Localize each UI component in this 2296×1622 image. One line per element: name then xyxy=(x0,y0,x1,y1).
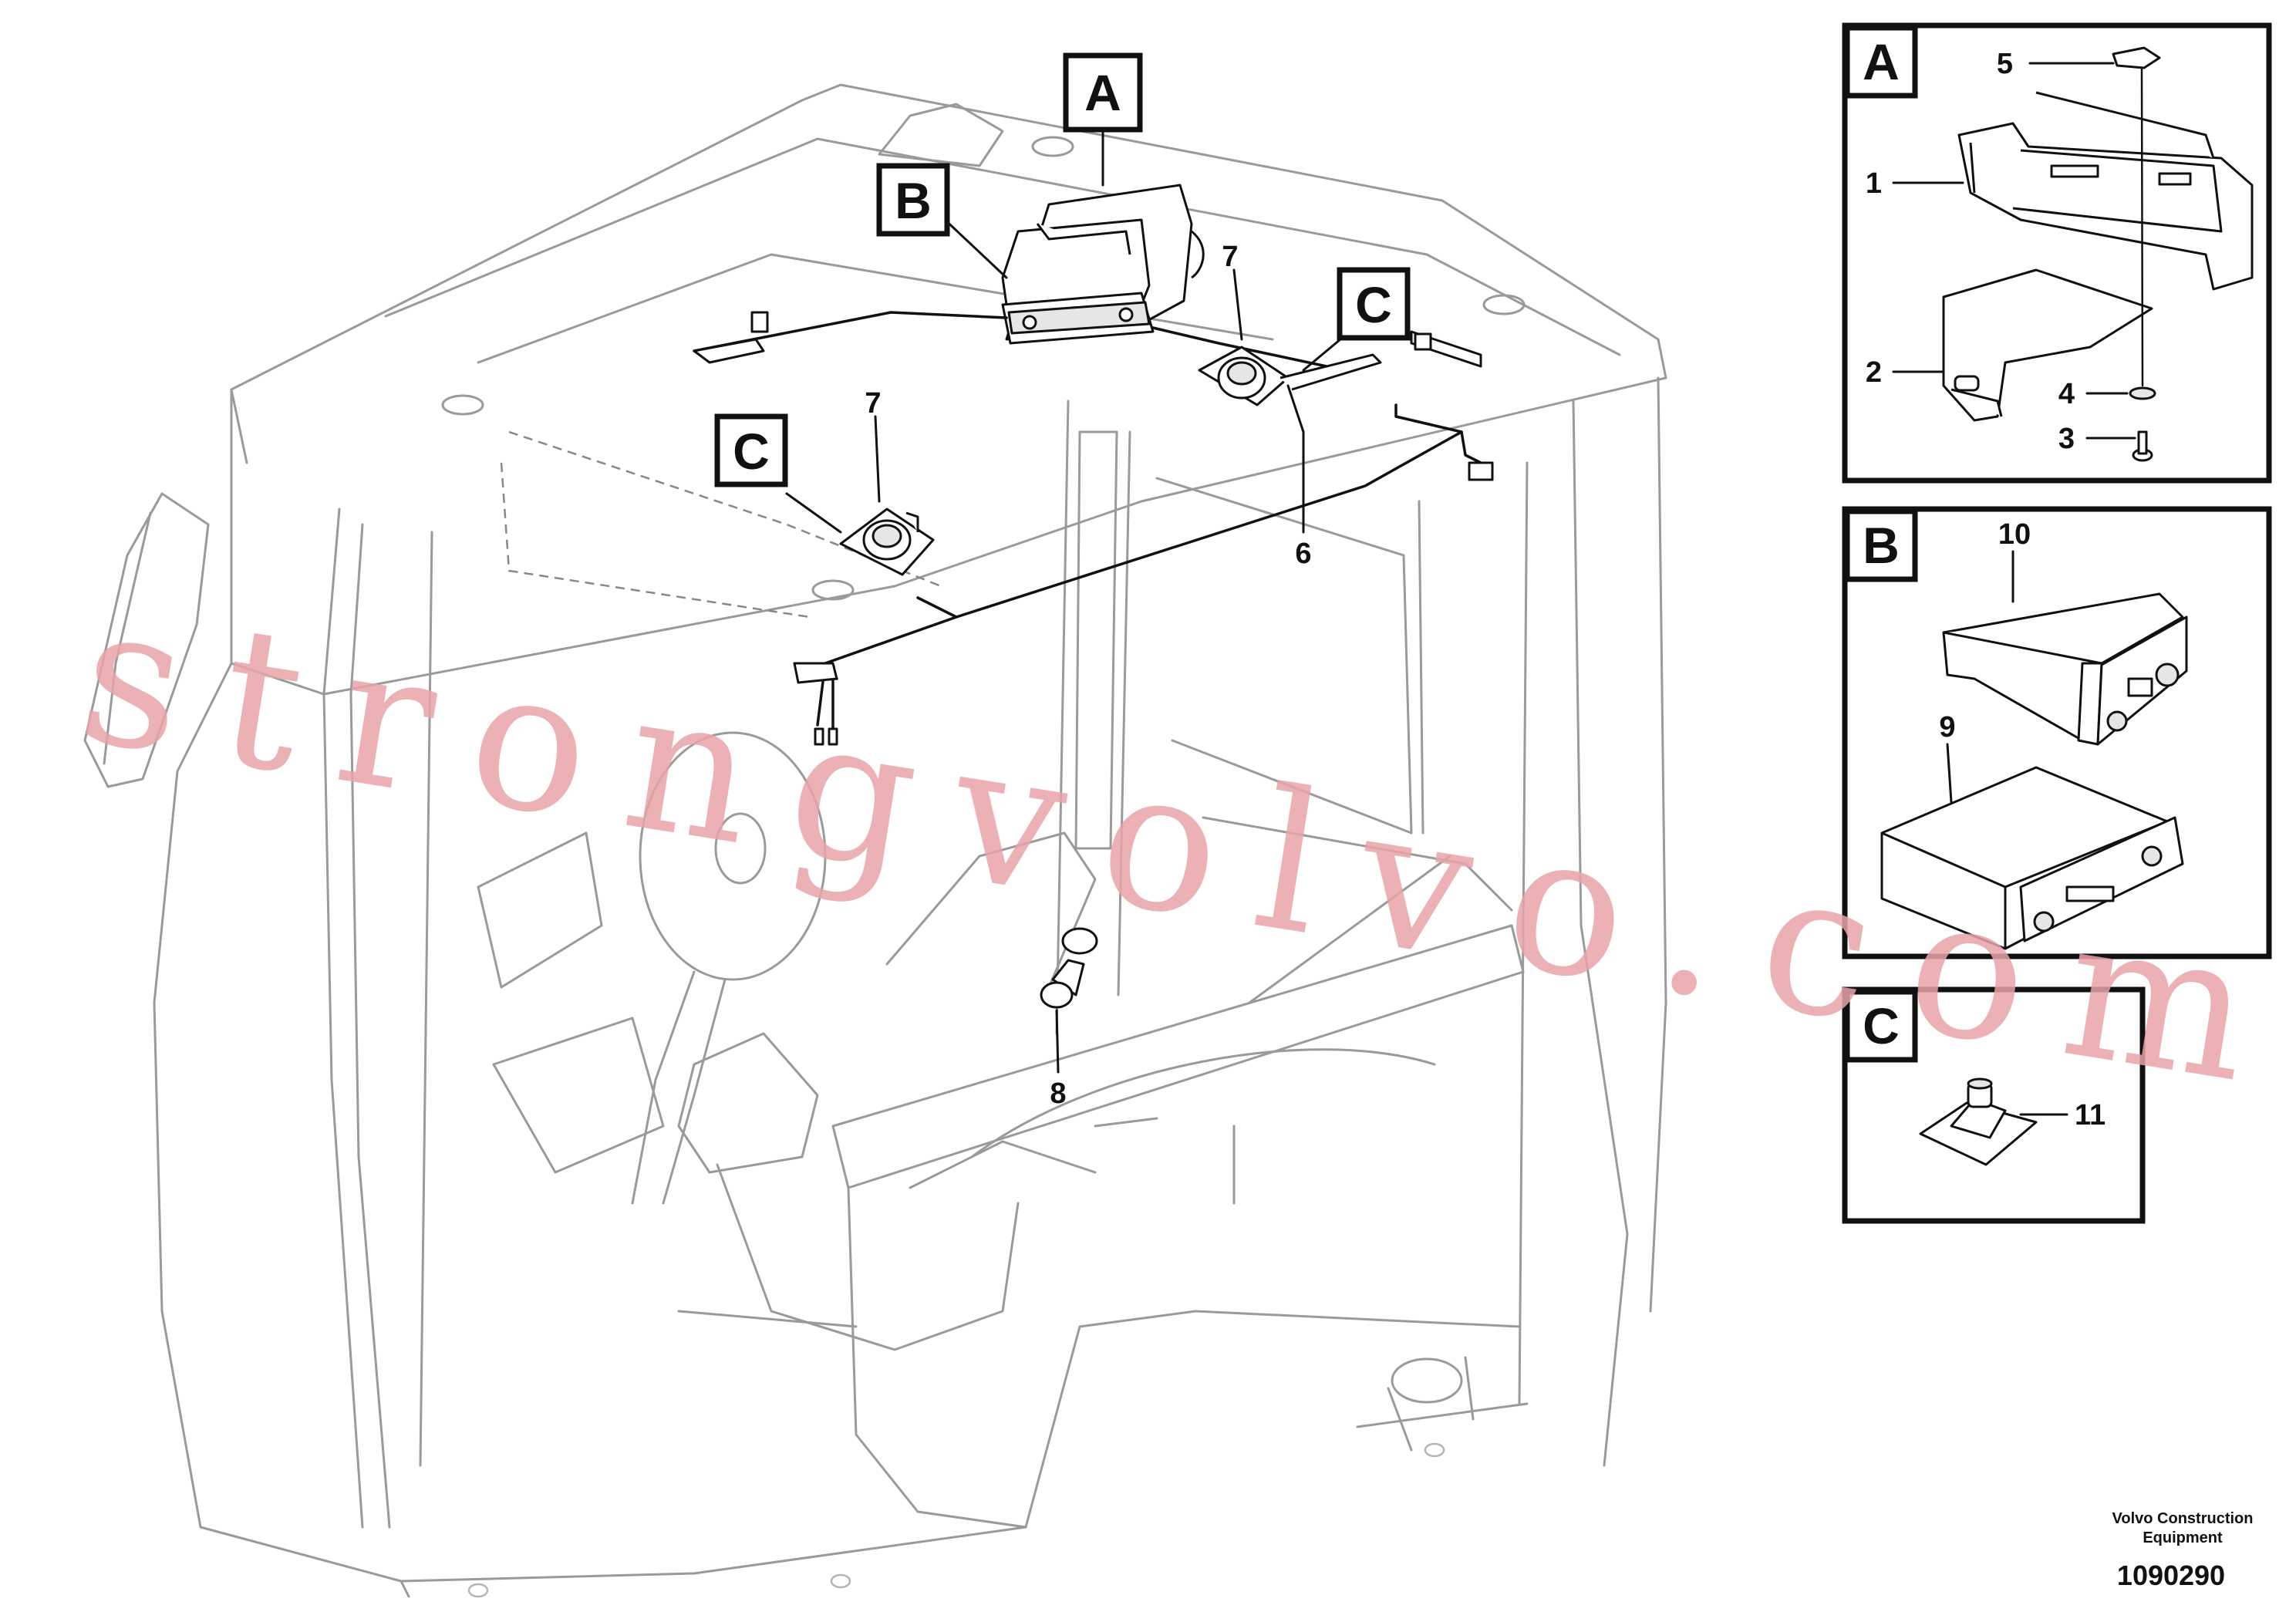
drawing-footer: Volvo Construction Equipment 1090290 xyxy=(2112,1510,2254,1591)
callout-7-left: 7 xyxy=(865,387,881,420)
detail-A-part-1: 1 xyxy=(1866,167,1882,200)
detail-B-part-10: 10 xyxy=(1998,518,2031,551)
detail-panel-A: A 5 1 2 4 3 xyxy=(1842,22,2272,484)
svg-text:C: C xyxy=(733,423,770,480)
svg-text:C: C xyxy=(1863,997,1900,1054)
detail-panel-C: C 11 xyxy=(1842,986,2146,1224)
svg-text:B: B xyxy=(895,172,932,229)
detail-C-part-11: 11 xyxy=(2075,1099,2106,1131)
plug-cap xyxy=(1040,927,1098,1009)
callout-7-right: 7 xyxy=(1222,241,1238,273)
callout-6: 6 xyxy=(1295,538,1311,570)
speaker-left xyxy=(839,508,935,576)
detail-panel-B: B 10 9 xyxy=(1842,506,2272,959)
footer-company-line1: Volvo Construction xyxy=(2112,1510,2254,1527)
svg-text:C: C xyxy=(1355,276,1392,333)
callout-box-B: B xyxy=(876,163,950,237)
drawing-number: 1090290 xyxy=(2117,1560,2225,1591)
callout-8: 8 xyxy=(1050,1077,1066,1110)
detail-A-part-3: 3 xyxy=(2058,423,2075,455)
svg-text:B: B xyxy=(1863,517,1900,574)
radio-assembly xyxy=(1001,184,1205,345)
svg-text:A: A xyxy=(1863,33,1900,90)
detail-A-part-4: 4 xyxy=(2058,378,2075,410)
callout-box-C-right: C xyxy=(1337,267,1411,341)
cab-outline xyxy=(83,83,1667,1598)
speaker-right xyxy=(1198,346,1382,406)
callout-box-C-left: C xyxy=(714,413,788,487)
wiring-harness xyxy=(693,311,1494,746)
detail-A-part-2: 2 xyxy=(1866,356,1882,389)
svg-text:A: A xyxy=(1084,64,1121,121)
detail-B-part-9: 9 xyxy=(1939,711,1955,744)
detail-A-part-5: 5 xyxy=(1997,48,2013,80)
footer-company-line2: Equipment xyxy=(2143,1529,2223,1546)
callout-box-A: A xyxy=(1063,52,1143,133)
